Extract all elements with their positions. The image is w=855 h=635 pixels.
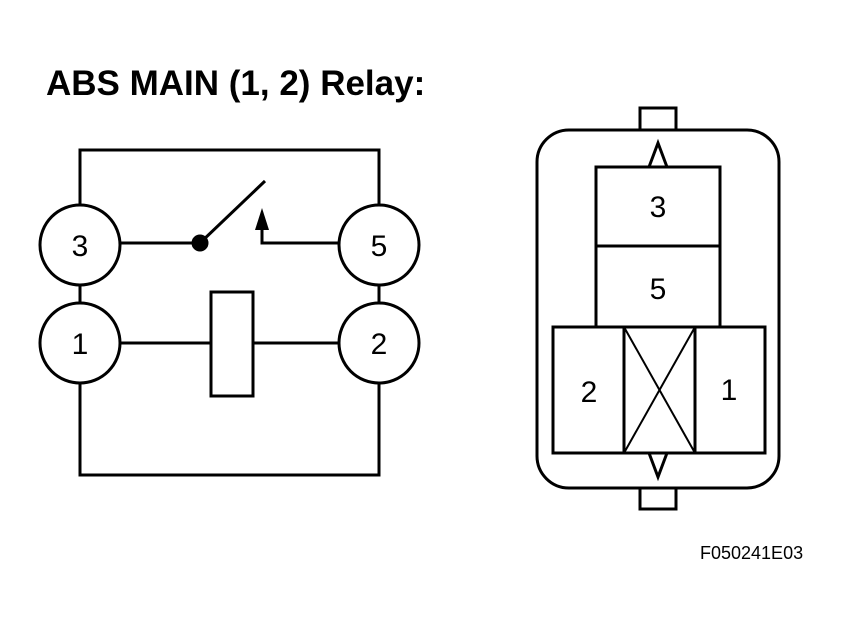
bottom-latch-triangle [647,452,669,482]
switch-contact-arrow [255,208,269,230]
cavity-5-label: 5 [650,273,667,306]
cavity-1 [693,325,767,455]
figure-id: F050241E03 [700,543,804,563]
top-wire [78,148,381,205]
connector-bottom-tab [638,485,678,511]
terminal-3-label: 3 [72,230,89,263]
cavity-2-label: 2 [581,376,598,409]
diagram-title: ABS MAIN (1, 2) Relay: [46,64,426,103]
cavity-3-label: 3 [650,191,667,224]
bottom-wire [78,383,381,477]
top-latch-triangle [647,138,669,168]
switch-wire-right [260,215,339,245]
connector-housing [535,128,781,490]
terminal-2-label: 2 [371,328,388,361]
connector-top-tab [638,106,678,132]
switch-arm [198,179,267,245]
terminal-1-label: 1 [72,328,89,361]
center-cross-b [623,326,696,454]
coil [209,290,255,398]
terminal-3-circle [38,203,122,287]
relay-schematic [38,148,421,477]
terminal-5-circle [337,203,421,287]
terminal-1-circle [38,301,122,385]
terminal-5-label: 5 [371,230,388,263]
relay-connector [535,106,781,511]
terminal-2-circle [337,301,421,385]
cavity-1-label: 1 [721,374,738,407]
